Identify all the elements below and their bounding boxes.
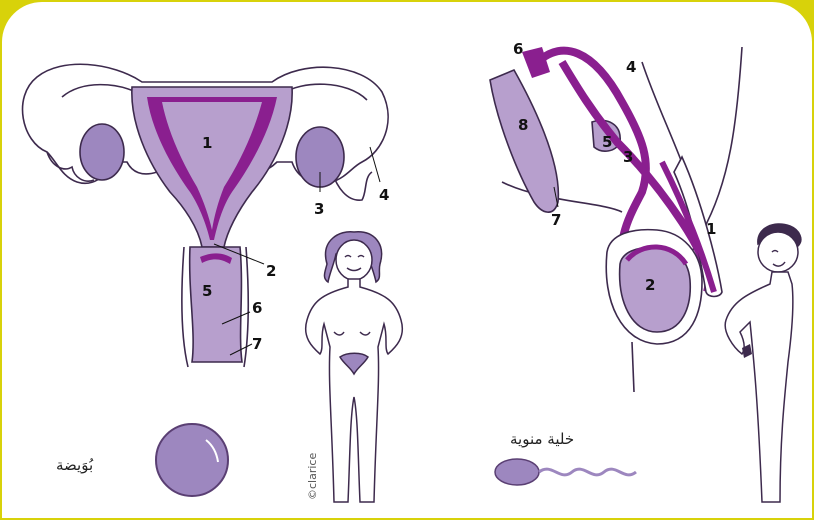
male-label-1: 1	[706, 220, 716, 238]
vagina	[190, 247, 242, 362]
male-label-4: 4	[626, 58, 636, 76]
egg-cell	[156, 424, 228, 496]
male-label-3: 3	[623, 148, 633, 166]
female-label-5: 5	[202, 282, 212, 300]
sperm-cell	[495, 459, 636, 485]
female-label-6: 6	[252, 299, 262, 317]
female-label-1: 1	[202, 134, 212, 152]
female-label-2: 2	[266, 262, 276, 280]
male-label-2: 2	[645, 276, 655, 294]
female-label-7: 7	[252, 335, 262, 353]
male-label-6: 6	[513, 40, 523, 58]
male-reproductive-system	[490, 47, 742, 392]
left-ovary	[80, 124, 124, 180]
male-label-8: 8	[518, 116, 528, 134]
credit-text: ©clarice	[306, 453, 319, 500]
sperm-label: خلية منوية	[510, 430, 574, 448]
female-label-4: 4	[379, 186, 389, 204]
male-label-7: 7	[551, 211, 561, 229]
man-figure	[725, 224, 801, 502]
male-label-5: 5	[602, 133, 612, 151]
egg-label: بُوَيضة	[56, 456, 93, 474]
female-label-3: 3	[314, 200, 324, 218]
woman-figure	[306, 232, 403, 502]
